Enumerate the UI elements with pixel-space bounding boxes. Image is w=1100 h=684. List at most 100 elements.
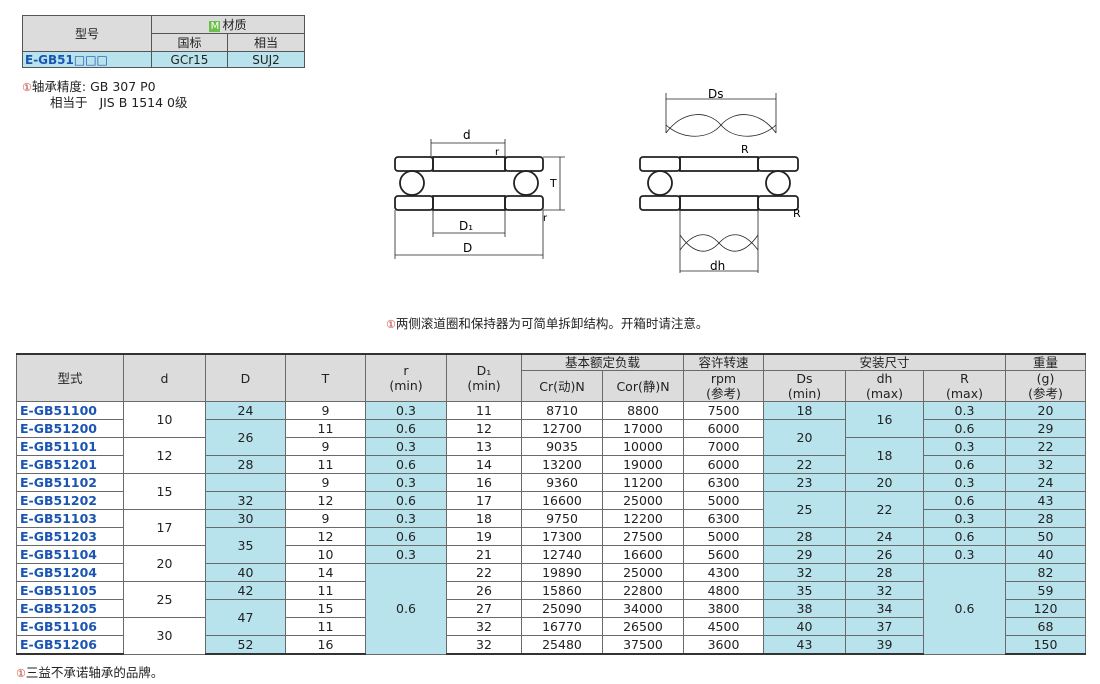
cell-g: 24 [1005, 473, 1086, 492]
label-D1: D₁ [459, 219, 473, 233]
cell-ds: 38 [763, 599, 846, 618]
cell-dh: 37 [845, 617, 924, 636]
label-T: T [549, 177, 557, 190]
cell-model[interactable]: E-GB51204 [16, 563, 124, 582]
cell-R: 0.6 [923, 419, 1006, 438]
cell-rpm: 4300 [683, 563, 764, 582]
cell-ds: 25 [763, 491, 846, 528]
cell-model[interactable]: E-GB51202 [16, 491, 124, 510]
cell-dh: 22 [845, 491, 924, 528]
th-g: (g)(参考) [1005, 370, 1086, 402]
material-model[interactable]: E-GB51□□□ [22, 51, 152, 68]
cell-d: 10 [123, 401, 206, 438]
cell-model[interactable]: E-GB51205 [16, 599, 124, 618]
cell-rpm: 5000 [683, 527, 764, 546]
cell-rpm: 4800 [683, 581, 764, 600]
cell-D1: 12 [446, 419, 522, 438]
cell-rpm: 6000 [683, 455, 764, 474]
cell-cr: 15860 [521, 581, 603, 600]
cell-cor: 34000 [602, 599, 684, 618]
cell-cr: 19890 [521, 563, 603, 582]
th-cr: Cr(动)N [521, 370, 603, 402]
equiv-note: 相当于 JIS B 1514 0级 [50, 95, 188, 110]
cell-cr: 25480 [521, 635, 603, 655]
cell-R: 0.3 [923, 401, 1006, 420]
cell-model[interactable]: E-GB51203 [16, 527, 124, 546]
cell-rpm: 6300 [683, 509, 764, 528]
cell-cor: 11200 [602, 473, 684, 492]
cell-ds: 43 [763, 635, 846, 655]
bearing-mounting-diagram: Ds R R dh [639, 87, 801, 273]
spec-table: 型式 d D T r(min) D₁(min) 基本额定负载 容许转速 安装尺寸… [16, 353, 1086, 655]
cell-R: 0.6 [923, 455, 1006, 474]
cell-ds: 35 [763, 581, 846, 600]
cell-model[interactable]: E-GB51201 [16, 455, 124, 474]
cell-dh: 32 [845, 581, 924, 600]
cell-T: 12 [285, 527, 366, 546]
cell-T: 9 [285, 473, 366, 492]
th-weight: 重量 [1005, 353, 1086, 371]
cell-model[interactable]: E-GB51206 [16, 635, 124, 655]
cell-model[interactable]: E-GB51101 [16, 437, 124, 456]
cell-dh: 26 [845, 545, 924, 564]
cell-dh: 16 [845, 401, 924, 438]
cell-r: 0.6 [365, 419, 447, 438]
cell-rpm: 3800 [683, 599, 764, 618]
th-mount: 安装尺寸 [763, 353, 1006, 371]
cell-D: 28 [205, 455, 286, 474]
cell-model[interactable]: E-GB51106 [16, 617, 124, 636]
cell-D1: 32 [446, 617, 522, 636]
cell-T: 9 [285, 401, 366, 420]
cell-D1: 19 [446, 527, 522, 546]
cell-rpm: 6300 [683, 473, 764, 492]
cell-g: 32 [1005, 455, 1086, 474]
std-header: 国标 [151, 33, 228, 52]
material-badge: M [209, 21, 221, 32]
cell-g: 59 [1005, 581, 1086, 600]
cell-T: 12 [285, 491, 366, 510]
th-T: T [285, 353, 366, 402]
cell-dh: 20 [845, 473, 924, 492]
cell-model[interactable]: E-GB51100 [16, 401, 124, 420]
cell-D1: 17 [446, 491, 522, 510]
th-dh: dh(max) [845, 370, 924, 402]
cell-D: 32 [205, 491, 286, 510]
th-d: d [123, 353, 206, 402]
cell-D1: 21 [446, 545, 522, 564]
cell-D: 40 [205, 563, 286, 582]
footer-note: ①三益不承诺轴承的品牌。 [16, 665, 164, 680]
cell-ds: 23 [763, 473, 846, 492]
cell-cor: 25000 [602, 563, 684, 582]
cell-model[interactable]: E-GB51102 [16, 473, 124, 492]
cell-D1: 16 [446, 473, 522, 492]
th-cor: Cor(静)N [602, 370, 684, 402]
cell-dh: 18 [845, 437, 924, 474]
model-header: 型号 [22, 15, 152, 52]
cell-g: 150 [1005, 635, 1086, 655]
cell-model[interactable]: E-GB51103 [16, 509, 124, 528]
cell-d: 12 [123, 437, 206, 474]
cell-ds: 18 [763, 401, 846, 420]
th-rpm: rpm(参考) [683, 370, 764, 402]
cell-D: 42 [205, 581, 286, 600]
cell-g: 43 [1005, 491, 1086, 510]
cell-d: 25 [123, 581, 206, 618]
cell-rpm: 3600 [683, 635, 764, 655]
label-R-top: R [741, 143, 749, 156]
cell-T: 11 [285, 419, 366, 438]
cell-cor: 27500 [602, 527, 684, 546]
label-dh: dh [710, 259, 725, 273]
cell-model[interactable]: E-GB51200 [16, 419, 124, 438]
cell-cor: 19000 [602, 455, 684, 474]
label-r-bottom: r [543, 213, 548, 224]
cell-model[interactable]: E-GB51105 [16, 581, 124, 600]
cell-model[interactable]: E-GB51104 [16, 545, 124, 564]
cell-R: 0.3 [923, 509, 1006, 528]
th-D1: D₁(min) [446, 353, 522, 402]
